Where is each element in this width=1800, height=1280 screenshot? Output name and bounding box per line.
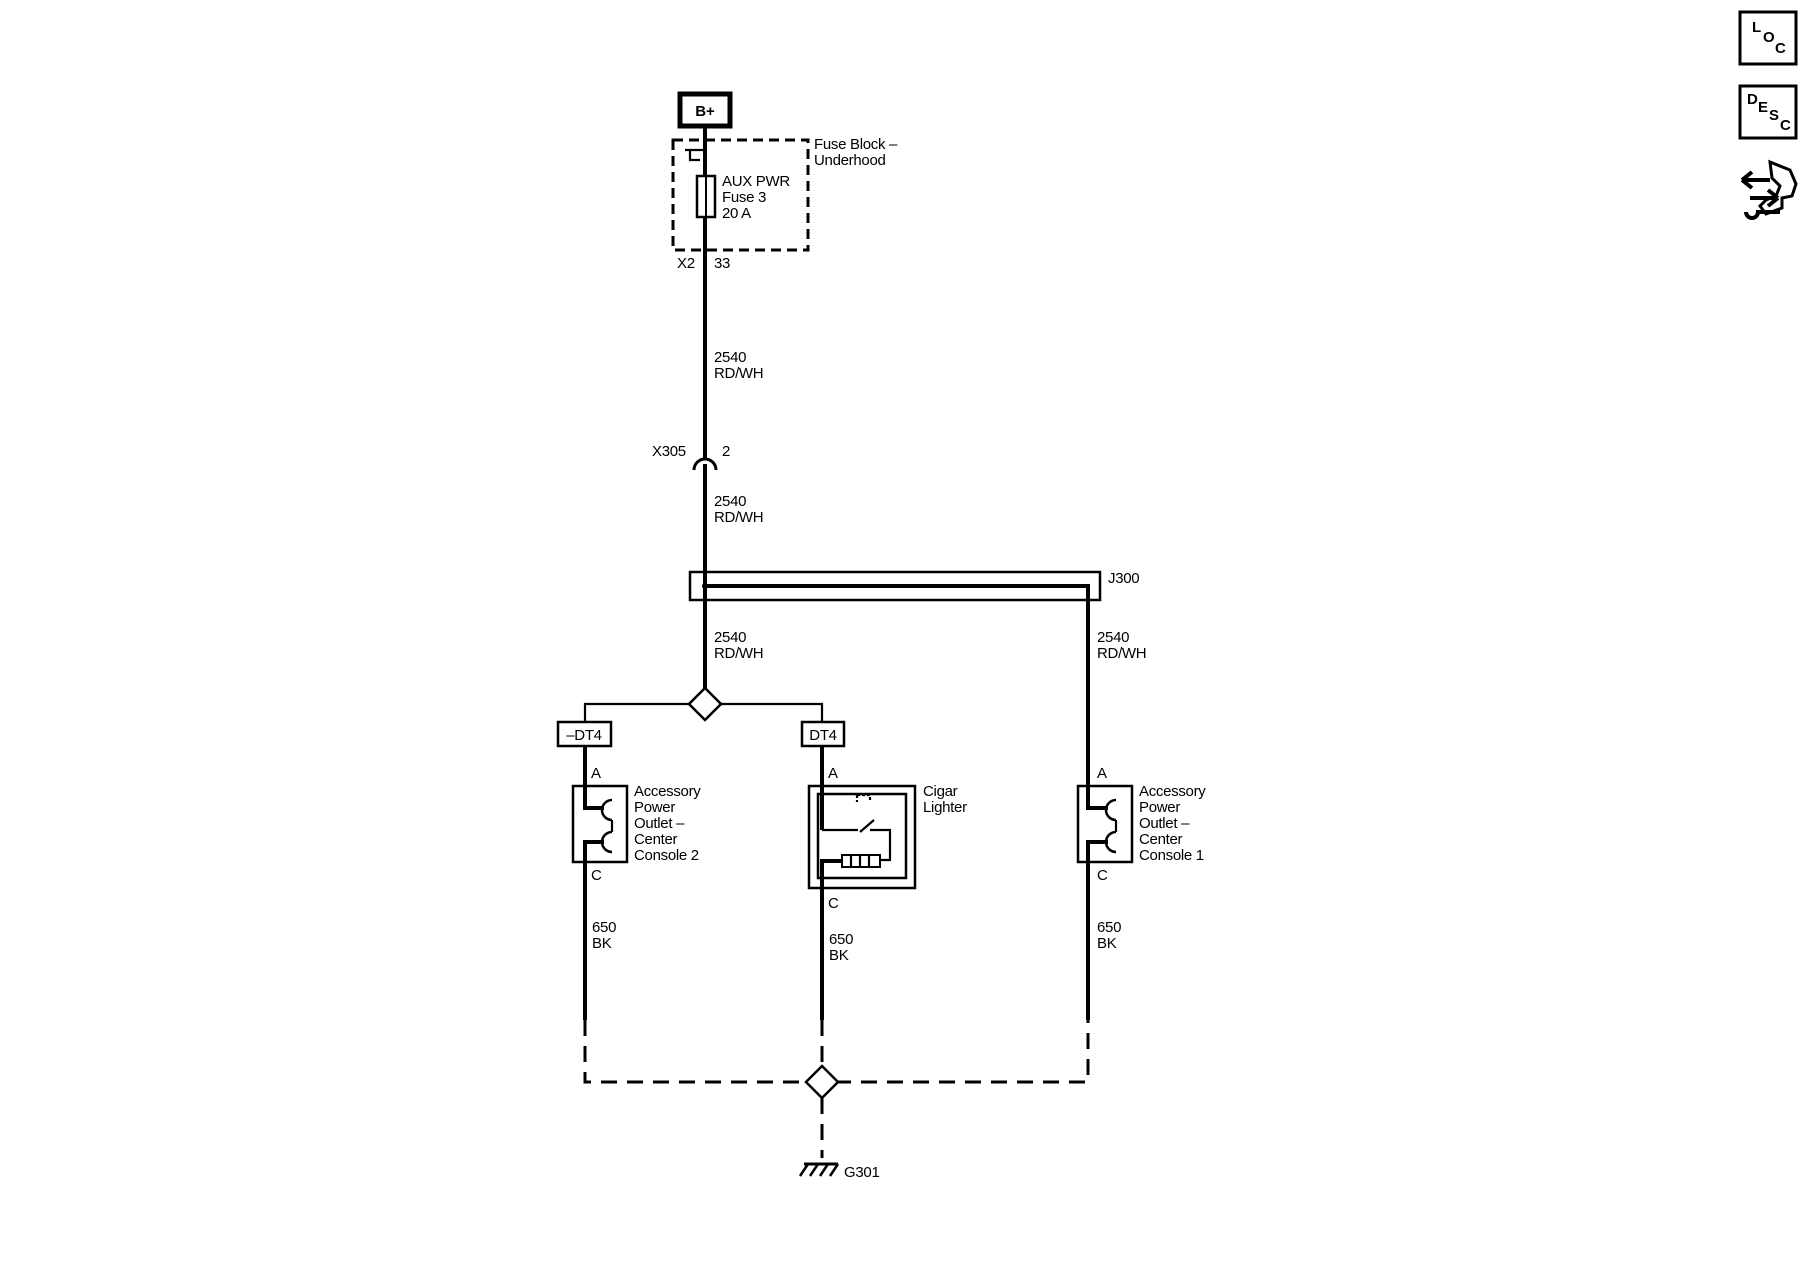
svg-text:Console 2: Console 2 [634, 847, 699, 864]
branch-wires [583, 702, 824, 722]
svg-text:Cigar: Cigar [923, 783, 958, 800]
svg-text:S: S [1769, 107, 1779, 124]
svg-text:Outlet –: Outlet – [1139, 815, 1190, 832]
splice-pack-j300: J300 [688, 570, 1140, 602]
tag-left: –DT4 [556, 720, 613, 748]
svg-text:Accessory: Accessory [1139, 783, 1206, 800]
svg-text:Center: Center [634, 831, 678, 848]
ground-circuit-3: 650 [1097, 919, 1121, 936]
accessory-power-outlet-console-1: A C Accessory Power Outlet – Center Cons… [1076, 765, 1207, 884]
ground-name: G301 [844, 1164, 880, 1181]
lighter-pin-c: C [828, 895, 839, 912]
fuse-block-name-2: Underhood [814, 152, 886, 169]
wire-color-4: RD/WH [1097, 645, 1146, 662]
fuse-block-pin: 33 [714, 255, 730, 272]
wire-color-2: RD/WH [714, 509, 763, 526]
svg-text:DT4: DT4 [809, 727, 836, 744]
tag-middle: DT4 [800, 720, 846, 748]
fuse-rating: 20 A [722, 205, 751, 222]
wire-color-1: RD/WH [714, 365, 763, 382]
inline-connector-pin: 2 [722, 443, 730, 460]
inline-connector-name: X305 [652, 443, 686, 460]
splice-name: J300 [1108, 570, 1139, 587]
outlet1-pin-c: C [1097, 867, 1108, 884]
outlet2-pin-c: C [591, 867, 602, 884]
svg-text:D: D [1747, 91, 1758, 108]
loc-icon[interactable]: L O C [1738, 10, 1798, 66]
battery-positive-source: B+ [677, 91, 733, 129]
ground-color-3: BK [1097, 935, 1117, 952]
inline-connector-x305: X305 2 [652, 443, 730, 471]
bus-bar-icon [685, 148, 705, 162]
fuse-block-connector: X2 [677, 255, 695, 272]
ground-dashed-bus [583, 1020, 1090, 1084]
svg-text:Outlet –: Outlet – [634, 815, 685, 832]
fuse-name-1: AUX PWR [722, 173, 790, 190]
fuse-name-2: Fuse 3 [722, 189, 766, 206]
ground-circuit-2: 650 [829, 931, 853, 948]
svg-text:C: C [1775, 40, 1786, 57]
splice-diamond-ground [804, 1064, 840, 1100]
desc-icon[interactable]: D E S C [1738, 84, 1798, 140]
cigar-lighter: A C Cigar Lighter [807, 765, 967, 912]
splice-diamond-top [687, 686, 723, 722]
svg-text:O: O [1763, 29, 1775, 46]
svg-text:L: L [1752, 19, 1761, 36]
svg-text:Lighter: Lighter [923, 799, 967, 816]
wire-circuit-3: 2540 [714, 629, 746, 646]
fuse-block-name-1: Fuse Block – [814, 136, 898, 153]
svg-text:C: C [1780, 117, 1791, 134]
connector-arrows-icon[interactable] [1740, 159, 1798, 220]
power-label: B+ [695, 103, 715, 120]
accessory-power-outlet-console-2: A C Accessory Power Outlet – Center Cons… [571, 765, 702, 884]
svg-text:–DT4: –DT4 [566, 727, 601, 744]
svg-text:Accessory: Accessory [634, 783, 701, 800]
svg-text:Center: Center [1139, 831, 1183, 848]
outlet1-pin-a: A [1097, 765, 1107, 782]
ground-color-1: BK [592, 935, 612, 952]
svg-text:Power: Power [634, 799, 675, 816]
outlet2-pin-a: A [591, 765, 601, 782]
svg-text:Console 1: Console 1 [1139, 847, 1204, 864]
ground-symbol-icon: G301 [798, 1162, 880, 1181]
ground-circuit-1: 650 [592, 919, 616, 936]
wire-circuit-1: 2540 [714, 349, 746, 366]
lighter-pin-a: A [828, 765, 838, 782]
wire-circuit-2: 2540 [714, 493, 746, 510]
wire-circuit-4: 2540 [1097, 629, 1129, 646]
fuse-block-underhood: Fuse Block – Underhood AUX PWR Fuse 3 20… [671, 136, 898, 272]
ground-color-2: BK [829, 947, 849, 964]
svg-text:Power: Power [1139, 799, 1180, 816]
wire-color-3: RD/WH [714, 645, 763, 662]
svg-text:E: E [1758, 99, 1768, 116]
